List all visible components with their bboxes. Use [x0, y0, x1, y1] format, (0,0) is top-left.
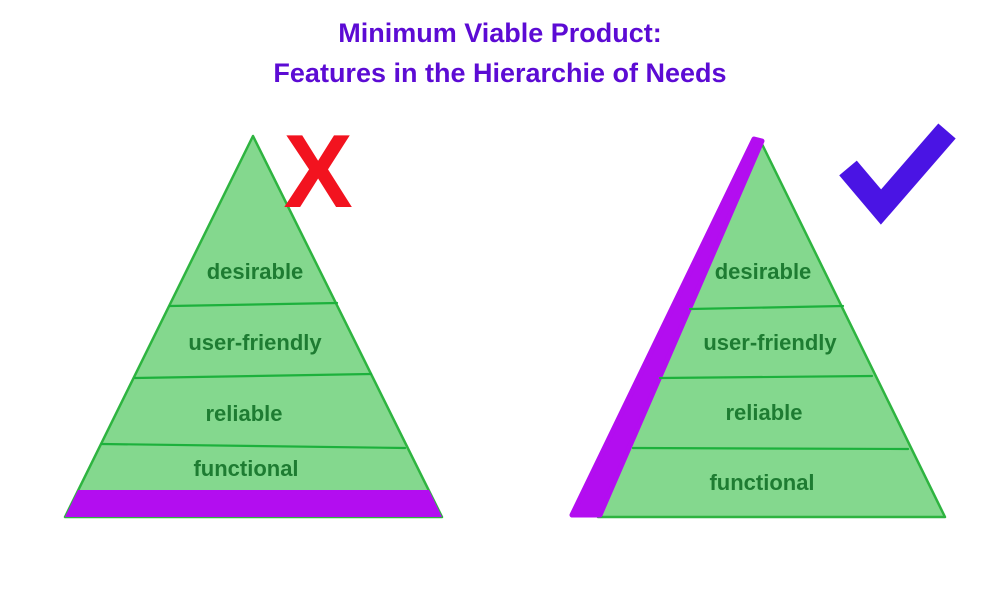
cross-icon: X — [283, 114, 352, 230]
wrong-layer-reliable: reliable — [205, 401, 282, 426]
approved-layer-reliable: reliable — [725, 400, 802, 425]
check-icon — [839, 123, 956, 225]
diagram-title: Minimum Viable Product: Features in the … — [0, 13, 1000, 93]
wrong-layer-functional: functional — [193, 456, 298, 481]
mvp-stripe-bottom — [65, 490, 442, 517]
approved-pyramid: desirable user-friendly reliable functio… — [569, 123, 956, 519]
approved-divider-1 — [688, 304, 845, 311]
wrong-pyramid: desirable user-friendly reliable functio… — [63, 114, 444, 519]
approved-divider-2 — [658, 374, 874, 380]
approved-layer-desirable: desirable — [715, 259, 812, 284]
approved-layer-user-friendly: user-friendly — [703, 330, 837, 355]
mvp-stripe-left-edge — [569, 136, 765, 518]
wrong-divider-1 — [168, 301, 339, 308]
approved-divider-3 — [631, 446, 910, 451]
approved-layer-functional: functional — [709, 470, 814, 495]
wrong-layer-user-friendly: user-friendly — [188, 330, 322, 355]
wrong-divider-3 — [100, 442, 407, 450]
wrong-layer-desirable: desirable — [207, 259, 304, 284]
wrong-divider-2 — [133, 372, 373, 380]
title-line-2: Features in the Hierarchie of Needs — [273, 58, 727, 88]
title-line-1: Minimum Viable Product: — [338, 18, 662, 48]
